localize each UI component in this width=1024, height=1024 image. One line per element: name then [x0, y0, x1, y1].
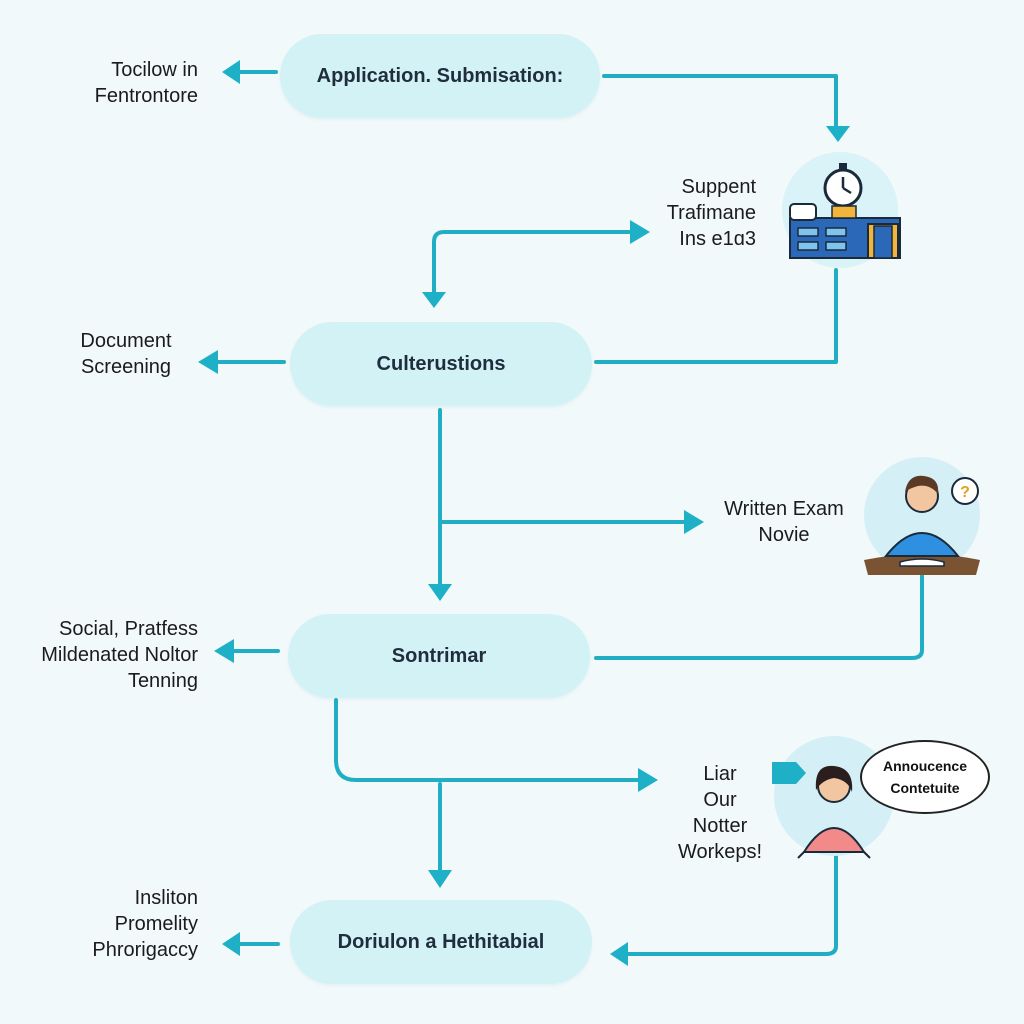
node-culterustions: Culterustions [290, 322, 592, 406]
arrowhead-down-sontrimar [428, 584, 452, 601]
label-support: Suppent Trafimane Ins e1ɑ3 [666, 176, 756, 250]
arrowhead-left-insliton [222, 932, 240, 956]
label-written-exam: Written Exam Novie [724, 498, 844, 546]
label-document-screening: Document Screening [80, 330, 172, 378]
label-social: Social, Pratfess Mildenated Noltor Tenni… [41, 618, 198, 692]
line-announce-to-final [626, 854, 838, 956]
line-submission-to-support [602, 74, 838, 128]
node-culterustions-label: Culterustions [376, 352, 506, 375]
svg-text:?: ? [960, 484, 970, 501]
node-application-submission-label: Application. Submisation: [316, 64, 564, 87]
node-final-label: Doriulon a Hethitabial [337, 930, 545, 953]
arrowhead-down-culterustions-left [422, 292, 446, 308]
arrowhead-down-support [826, 126, 850, 142]
line-culterustions-to-support-label [432, 230, 632, 294]
arrowhead-right-liar [638, 768, 658, 792]
node-sontrimar: Sontrimar [288, 614, 590, 698]
node-sontrimar-label: Sontrimar [391, 644, 487, 667]
label-liar: Liar Our Notter Workeps! [677, 763, 763, 863]
arrowhead-left-document-screening [198, 350, 218, 374]
student-icon: ? [864, 457, 980, 575]
line-support-to-culterustions [594, 268, 838, 364]
arrowhead-down-final [428, 870, 452, 888]
timer-office-icon [782, 152, 901, 268]
announcement-bubble: Annoucence Contetuite [860, 740, 990, 814]
label-insliton: Insliton Promelity Phrorigaccy [92, 887, 198, 961]
arrowhead-left-follow-in [222, 60, 240, 84]
arrowhead-left-social [214, 639, 234, 663]
arrowheads [198, 60, 850, 966]
label-follow-in: Tocilow in Fentrontore [94, 59, 198, 107]
node-application-submission: Application. Submisation: [280, 34, 600, 118]
arrowhead-right-written-exam [684, 510, 704, 534]
connector-lines [212, 70, 924, 956]
line-sontrimar-to-liar [334, 698, 642, 782]
line-exam-to-sontrimar [594, 574, 924, 660]
arrowhead-left-final [610, 942, 628, 966]
arrowhead-right-support-label [630, 220, 650, 244]
node-final: Doriulon a Hethitabial [290, 900, 592, 984]
